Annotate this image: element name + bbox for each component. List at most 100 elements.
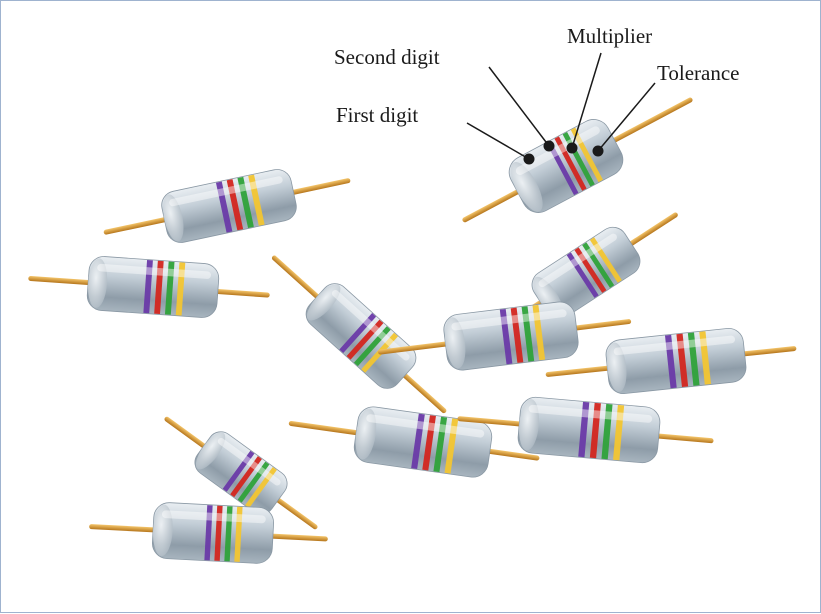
color-band-yellow [245, 467, 277, 509]
resistor-body [443, 301, 579, 371]
body-highlight [97, 263, 211, 279]
resistors-group [28, 97, 797, 564]
lead-right [399, 370, 447, 414]
resistor-11 [462, 97, 693, 223]
body-highlight [538, 233, 617, 288]
color-band-yellow [570, 127, 603, 183]
color-band-purple [215, 181, 233, 233]
color-band-green [353, 326, 391, 367]
color-band-yellow [444, 418, 459, 474]
color-band-yellow [613, 404, 625, 461]
lead-left [103, 216, 171, 235]
resistor-end-cap [88, 258, 108, 308]
color-band-purple [339, 313, 377, 354]
color-band-red [554, 136, 587, 191]
body-highlight [528, 404, 653, 423]
lead-right [272, 495, 318, 530]
label-second-digit: Second digit [334, 45, 440, 69]
color-band-red [676, 333, 689, 388]
color-band-yellow [699, 331, 711, 385]
resistor-7 [164, 416, 318, 530]
resistor-end-cap [355, 408, 377, 460]
label-multiplier: Multiplier [567, 24, 653, 48]
resistor-body [531, 226, 641, 320]
color-band-red [346, 319, 384, 360]
color-band-red [226, 179, 244, 231]
resistor-body [605, 328, 747, 394]
color-band-red [422, 415, 436, 471]
resistor-end-cap [306, 284, 341, 321]
lead-right [652, 433, 714, 444]
color-band-yellow [175, 262, 186, 316]
lead-left [545, 365, 614, 377]
resistor-6 [545, 328, 797, 394]
body-highlight [451, 309, 567, 331]
lead-left [164, 416, 210, 451]
resistor-10 [89, 502, 328, 564]
body-highlight [613, 335, 736, 356]
resistor-2 [28, 256, 270, 318]
color-band-purple [204, 505, 213, 561]
color-band-green [224, 506, 233, 562]
resistor-1 [103, 169, 351, 243]
resistor-4 [489, 212, 678, 337]
lead-left [457, 416, 526, 427]
color-band-purple [546, 140, 579, 196]
color-band-purple [566, 252, 599, 298]
color-band-green [521, 306, 535, 362]
color-band-yellow [532, 304, 546, 361]
lead-left [462, 187, 524, 223]
color-band-yellow [234, 506, 243, 562]
lead-right [570, 319, 632, 331]
resistor-end-cap [607, 342, 627, 392]
leader-first-digit [466, 122, 530, 160]
resistor-3 [271, 255, 447, 414]
lead-right [211, 288, 270, 298]
lead-left [288, 420, 363, 436]
resistor-body [86, 256, 220, 318]
color-band-green [164, 261, 175, 315]
color-band-green [687, 332, 700, 386]
body-highlight [169, 176, 283, 207]
lead-right [483, 448, 540, 461]
resistor-end-cap [152, 504, 173, 557]
color-band-purple [664, 334, 677, 389]
color-band-purple [499, 308, 513, 365]
leader-lines-group [466, 52, 656, 165]
color-band-yellow [248, 174, 265, 226]
color-band-purple [411, 413, 425, 469]
color-band-purple [222, 450, 255, 492]
lead-left [89, 524, 160, 533]
label-tolerance: Tolerance [657, 61, 740, 85]
leader-multiplier [571, 52, 602, 149]
color-band-purple [578, 401, 590, 458]
marker-dot-second-digit [543, 140, 555, 152]
resistor-5 [377, 301, 632, 371]
label-first-digit: First digit [336, 103, 419, 127]
color-band-red [574, 247, 607, 293]
lead-right [266, 533, 328, 542]
lead-left [377, 341, 452, 355]
body-highlight [366, 414, 485, 438]
body-highlight [161, 510, 266, 524]
marker-dot-tolerance [592, 145, 604, 157]
resistor-9 [457, 396, 714, 464]
body-highlight [331, 289, 410, 361]
color-band-purple [143, 260, 153, 314]
color-band-green [237, 176, 254, 229]
marker-dot-first-digit [523, 153, 535, 165]
resistor-end-cap [519, 399, 540, 451]
leader-tolerance [597, 82, 656, 152]
color-band-red [154, 260, 164, 315]
lead-right [608, 97, 693, 145]
resistor-body [517, 396, 661, 464]
resistor-end-cap [195, 432, 226, 470]
leader-second-digit [488, 66, 550, 147]
resistor-8 [288, 406, 540, 478]
color-band-red [214, 505, 223, 561]
color-band-green [237, 461, 270, 503]
body-highlight [515, 126, 600, 175]
resistor-end-cap [510, 162, 543, 212]
color-band-yellow [589, 237, 622, 283]
